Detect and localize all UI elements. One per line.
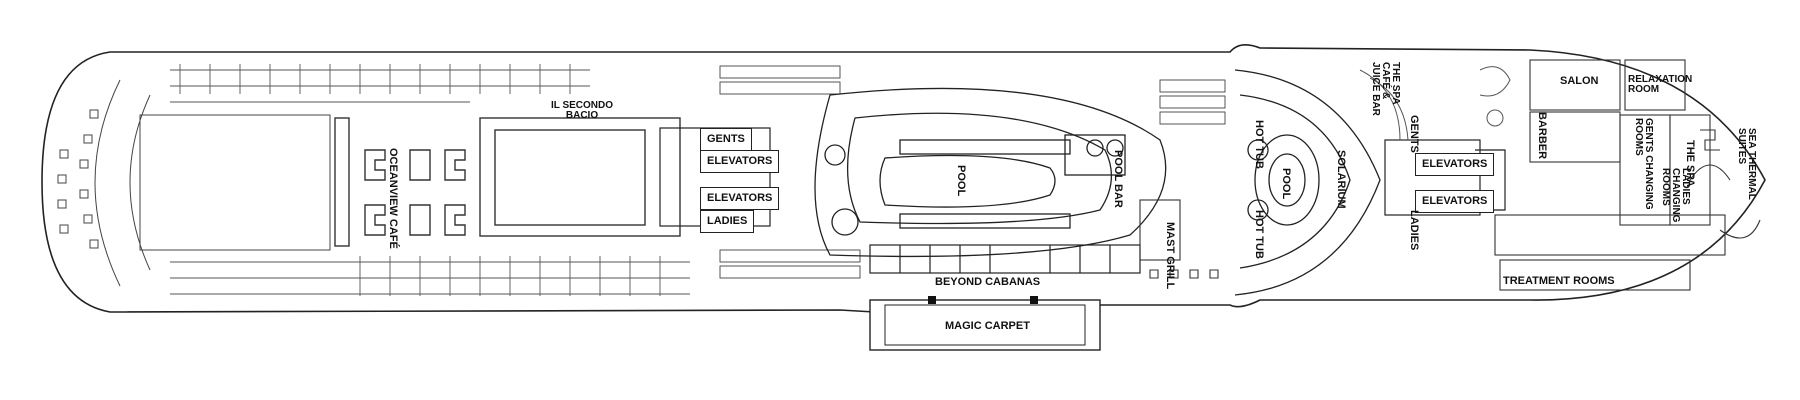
label-treatment-rooms: TREATMENT ROOMS (1503, 275, 1615, 287)
mast-grill-area (1139, 199, 1219, 279)
label-the-spa: THE SPA (1684, 140, 1696, 187)
label-sea-thermal-suites: SEA THERMAL SUITES (1736, 128, 1757, 200)
label-barber: BARBER (1536, 112, 1548, 160)
main-pool-area (814, 87, 1167, 258)
label-relaxation-room: RELAXATION ROOM (1628, 74, 1693, 95)
label-solarium-pool: POOL (1280, 168, 1292, 200)
label-pool-main: POOL (955, 165, 967, 197)
label-gents-aft: GENTS (1408, 115, 1420, 153)
label-gents-changing-rooms: GENTS CHANGING ROOMS (1633, 118, 1654, 210)
deck-tables-top (170, 64, 590, 103)
label-gents-forward: GENTS (700, 128, 752, 151)
deck-tables-bottom (170, 256, 690, 296)
label-hot-tub-bottom: HOT TUB (1253, 210, 1265, 259)
label-elevators-aft-top: ELEVATORS (1415, 153, 1495, 176)
label-pool-bar: POOL BAR (1112, 150, 1124, 208)
sun-loungers (719, 65, 1226, 279)
forward-lounge-seating (57, 79, 331, 287)
label-elevators-forward-bottom: ELEVATORS (700, 187, 780, 210)
label-spa-cafe: THE SPA CAFÉ & JUICE BAR (1370, 62, 1401, 116)
solarium-area (1234, 69, 1381, 296)
label-elevators-aft-bottom: ELEVATORS (1415, 190, 1495, 213)
label-salon: SALON (1560, 75, 1599, 87)
label-solarium: SOLARIUM (1335, 150, 1347, 209)
oceanview-cafe-stations (334, 117, 681, 247)
label-mast-grill: MAST GRILL (1164, 222, 1176, 290)
label-oceanview-cafe: OCEANVIEW CAFÉ (387, 148, 399, 249)
label-ladies-forward: LADIES (700, 210, 755, 233)
label-beyond-cabanas: BEYOND CABANAS (935, 276, 1041, 288)
cabanas-strip (869, 244, 1141, 274)
label-hot-tub-top: HOT TUB (1253, 120, 1265, 169)
magic-carpet-platform (869, 296, 1101, 351)
spa-rooms (1494, 59, 1761, 291)
label-magic-carpet: MAGIC CARPET (945, 320, 1030, 332)
label-ladies-aft: LADIES (1408, 210, 1420, 251)
label-ladies-changing-rooms: LADIES CHANGING ROOMS (1660, 168, 1691, 223)
spa-cafe-ramp (1359, 66, 1511, 141)
label-elevators-forward-top: ELEVATORS (700, 150, 780, 173)
label-il-secondo-bacio: IL SECONDO BACIO (550, 100, 614, 121)
